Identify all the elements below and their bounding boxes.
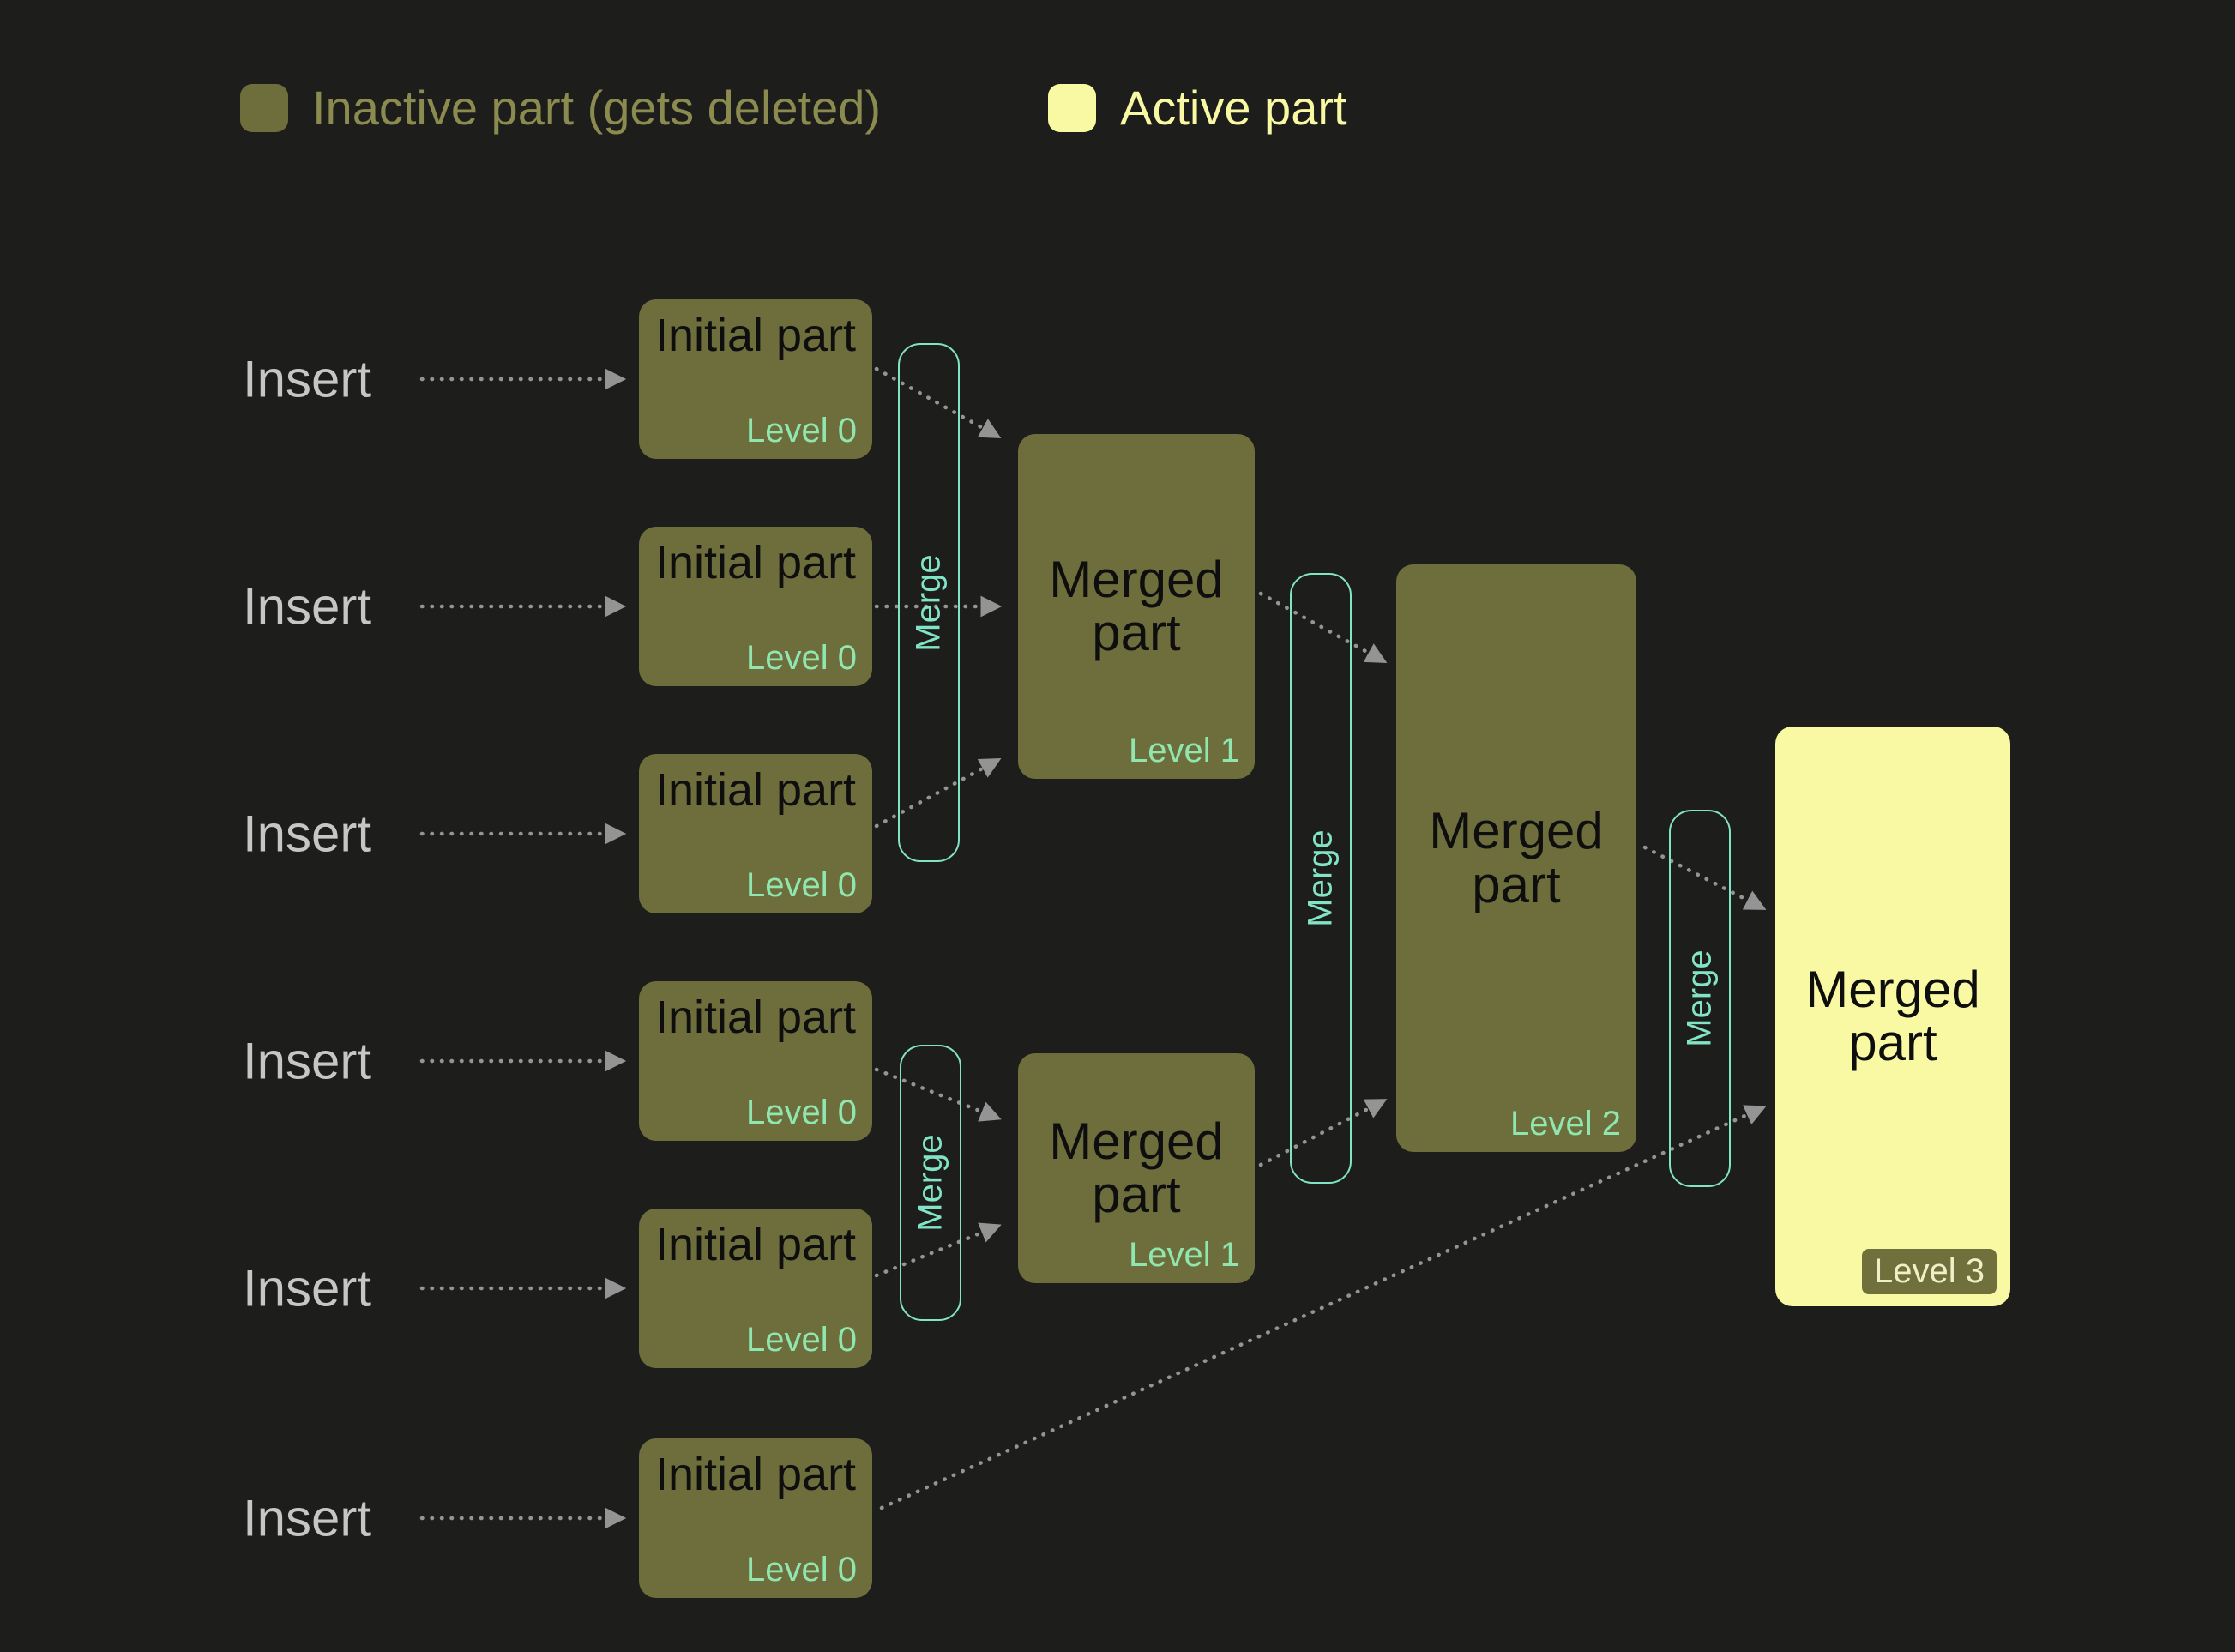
legend-active-label: Active part <box>1120 81 1347 135</box>
initial-part-4: Initial part Level 0 <box>639 981 872 1141</box>
insert-label-3: Insert <box>243 805 372 863</box>
legend-active-swatch <box>1048 84 1096 132</box>
merged-part-level1-bottom: Merged part Level 1 <box>1018 1053 1255 1283</box>
merged-part-level2: Merged part Level 2 <box>1396 564 1636 1152</box>
level-2-tag: Level 2 <box>1510 1105 1621 1143</box>
merged-part-title: Merged part <box>1049 1112 1224 1223</box>
merge-label-4: Merge <box>1680 950 1719 1047</box>
initial-part-title: Initial part <box>654 1219 857 1270</box>
insert-label-4: Insert <box>243 1032 372 1090</box>
initial-part-title: Initial part <box>654 537 857 588</box>
initial-part-title: Initial part <box>654 764 857 816</box>
merge-bracket-3: Merge <box>1290 573 1352 1184</box>
merged-part-level1-top: Merged part Level 1 <box>1018 434 1255 779</box>
insert-label-5: Insert <box>243 1259 372 1317</box>
merge-label-3: Merge <box>1301 829 1340 927</box>
level-3-badge: Level 3 <box>1862 1249 1997 1294</box>
insert-label-2: Insert <box>243 577 372 636</box>
merge-bracket-1: Merge <box>898 343 960 862</box>
initial-part-title: Initial part <box>654 1449 857 1500</box>
initial-part-title: Initial part <box>654 992 857 1043</box>
initial-part-2: Initial part Level 0 <box>639 527 872 686</box>
merged-part-level3: Merged part Level 3 <box>1775 727 2010 1306</box>
insert-label-6: Insert <box>243 1489 372 1547</box>
level-0-tag: Level 0 <box>746 1321 857 1359</box>
merged-part-title: Merged part <box>1049 550 1224 661</box>
level-0-tag: Level 0 <box>746 1551 857 1589</box>
level-0-tag: Level 0 <box>746 866 857 904</box>
initial-part-1: Initial part Level 0 <box>639 299 872 459</box>
merge-bracket-2: Merge <box>900 1045 961 1321</box>
merge-label-2: Merge <box>911 1134 949 1232</box>
merge-label-1: Merge <box>909 553 948 652</box>
merged-part-title: Merged part <box>1429 802 1604 913</box>
initial-part-title: Initial part <box>654 310 857 361</box>
insert-label-1: Insert <box>243 350 372 408</box>
initial-part-6: Initial part Level 0 <box>639 1438 872 1598</box>
level-0-tag: Level 0 <box>746 639 857 677</box>
level-1-tag: Level 1 <box>1129 1236 1239 1274</box>
initial-part-5: Initial part Level 0 <box>639 1209 872 1368</box>
merge-bracket-4: Merge <box>1669 810 1731 1187</box>
initial-part-3: Initial part Level 0 <box>639 754 872 913</box>
legend-inactive-swatch <box>240 84 288 132</box>
legend-inactive-label: Inactive part (gets deleted) <box>312 81 882 135</box>
level-1-tag: Level 1 <box>1129 732 1239 769</box>
level-0-tag: Level 0 <box>746 1094 857 1131</box>
merged-part-title: Merged part <box>1805 960 1980 1071</box>
level-0-tag: Level 0 <box>746 412 857 449</box>
